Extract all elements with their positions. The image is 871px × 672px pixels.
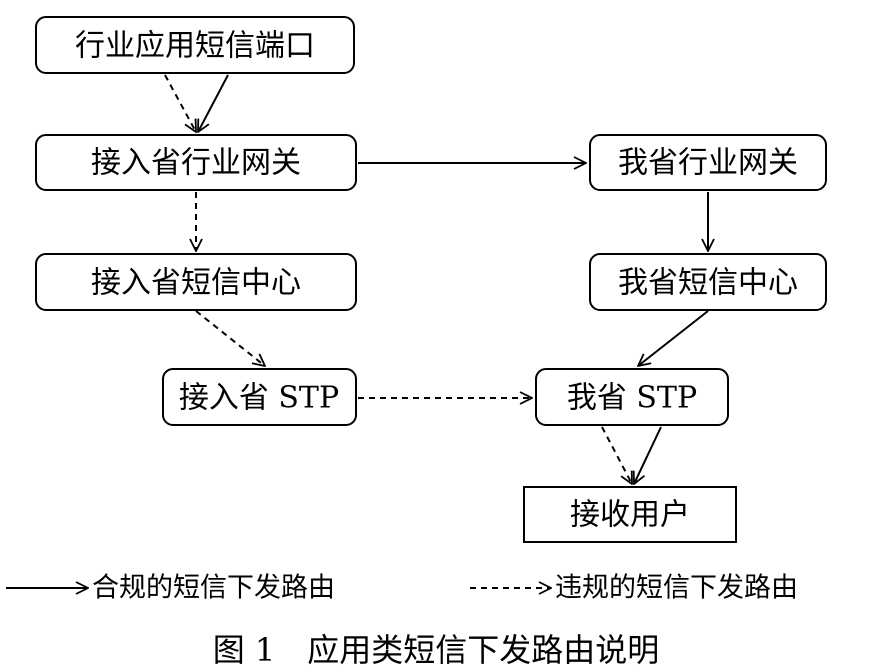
node-our-gateway: 我省行业网关 [589,134,827,191]
node-access-stp-label: 接入省 STP [179,381,339,416]
node-industry-sms-port-label: 行业应用短信端口 [75,29,315,64]
edge-port-to-access-gateway-compliant [198,74,229,132]
node-access-sms-center-label: 接入省短信中心 [91,266,301,301]
legend-compliant: 合规的短信下发路由 [6,573,335,604]
legend-violation-label: 违规的短信下发路由 [555,573,798,604]
node-our-gateway-label: 我省行业网关 [618,146,798,181]
edge-port-to-access-gateway-violation [164,74,196,132]
node-access-sms-center: 接入省短信中心 [35,253,357,311]
edge-our-stp-to-receiver-violation [601,426,632,484]
node-access-gateway: 接入省行业网关 [35,134,357,191]
figure-caption: 图 1 应用类短信下发路由说明 [213,631,660,669]
node-our-sms-center-label: 我省短信中心 [618,266,798,301]
edge-access-sms-center-to-access-stp [195,310,265,366]
node-our-stp-label: 我省 STP [567,381,697,416]
legend: 合规的短信下发路由 违规的短信下发路由 [6,573,798,604]
node-industry-sms-port: 行业应用短信端口 [35,16,355,74]
legend-compliant-label: 合规的短信下发路由 [92,573,335,604]
edge-our-sms-center-to-our-stp [638,310,709,366]
node-access-gateway-label: 接入省行业网关 [91,146,301,181]
node-access-stp: 接入省 STP [162,368,357,426]
node-receiver: 接收用户 [523,486,737,543]
node-our-sms-center: 我省短信中心 [589,253,827,311]
node-receiver-label: 接收用户 [570,498,690,533]
legend-violation: 违规的短信下发路由 [470,573,798,604]
edge-our-stp-to-receiver-compliant [634,426,662,484]
node-our-stp: 我省 STP [535,368,729,426]
